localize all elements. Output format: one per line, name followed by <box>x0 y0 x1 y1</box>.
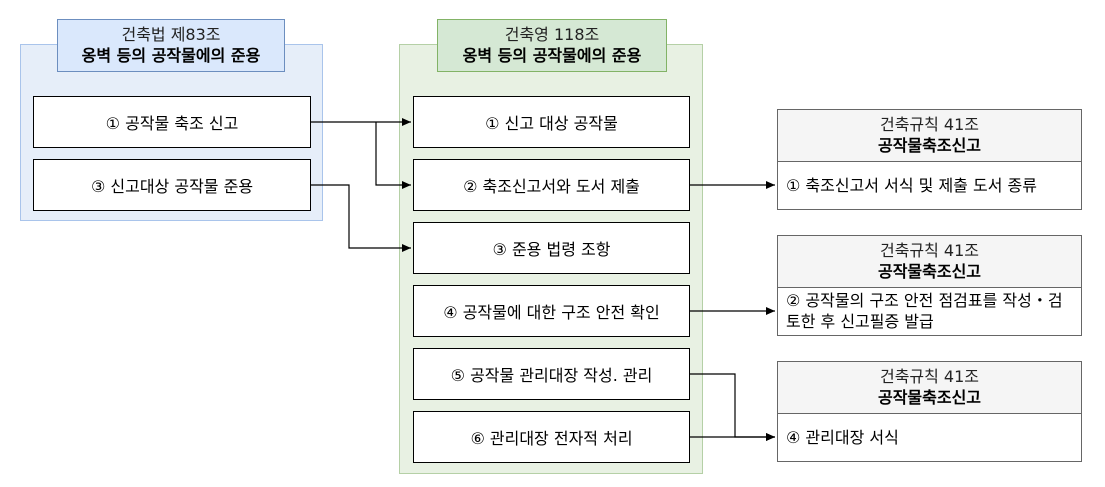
decree-item-5: ⑤ 공작물 관리대장 작성. 관리 <box>413 348 690 400</box>
law-header-subtitle: 옹벽 등의 공작물에의 준용 <box>81 45 261 65</box>
arrow-law3-to-decree3 <box>311 184 411 252</box>
law-item-1: ① 공작물 축조 신고 <box>33 96 311 148</box>
arrow-decree5-to-rule3 <box>690 373 775 441</box>
rule-header: 건축규칙 41조 공작물축조신고 <box>778 236 1081 288</box>
decree-header: 건축영 118조 옹벽 등의 공작물에의 준용 <box>437 19 667 72</box>
rule-subtitle: 공작물축조신고 <box>877 387 982 407</box>
rule-box-2: 건축규칙 41조 공작물축조신고 ② 공작물의 구조 안전 점검표를 작성・검토… <box>777 235 1082 336</box>
decree-header-title: 건축영 118조 <box>504 24 600 44</box>
arrow-law1-to-decree2 <box>375 122 411 189</box>
rule-box-1: 건축규칙 41조 공작물축조신고 ① 축조신고서 서식 및 제출 도서 종류 <box>777 109 1082 210</box>
rule-body: ① 축조신고서 서식 및 제출 도서 종류 <box>786 175 1037 195</box>
decree-header-subtitle: 옹벽 등의 공작물에의 준용 <box>462 45 642 65</box>
law-header: 건축법 제83조 옹벽 등의 공작물에의 준용 <box>57 19 285 72</box>
law-header-title: 건축법 제83조 <box>121 24 221 44</box>
rule-title: 건축규칙 41조 <box>879 240 980 260</box>
rule-body: ④ 관리대장 서식 <box>786 427 899 447</box>
rule-body: ② 공작물의 구조 안전 점검표를 작성・검토한 후 신고필증 발급 <box>786 291 1063 331</box>
decree-item-3: ③ 준용 법령 조항 <box>413 222 690 274</box>
rule-title: 건축규칙 41조 <box>879 114 980 134</box>
rule-title: 건축규칙 41조 <box>879 366 980 386</box>
rule-subtitle: 공작물축조신고 <box>877 135 982 155</box>
decree-item-4: ④ 공작물에 대한 구조 안전 확인 <box>413 285 690 337</box>
rule-box-3: 건축규칙 41조 공작물축조신고 ④ 관리대장 서식 <box>777 361 1082 462</box>
law-item-3: ③ 신고대상 공작물 준용 <box>33 159 311 211</box>
decree-item-6: ⑥ 관리대장 전자적 처리 <box>413 411 690 463</box>
rule-header: 건축규칙 41조 공작물축조신고 <box>778 362 1081 414</box>
rule-subtitle: 공작물축조신고 <box>877 261 982 281</box>
decree-item-2: ② 축조신고서와 도서 제출 <box>413 159 690 211</box>
decree-item-1: ① 신고 대상 공작물 <box>413 96 690 148</box>
rule-header: 건축규칙 41조 공작물축조신고 <box>778 110 1081 162</box>
